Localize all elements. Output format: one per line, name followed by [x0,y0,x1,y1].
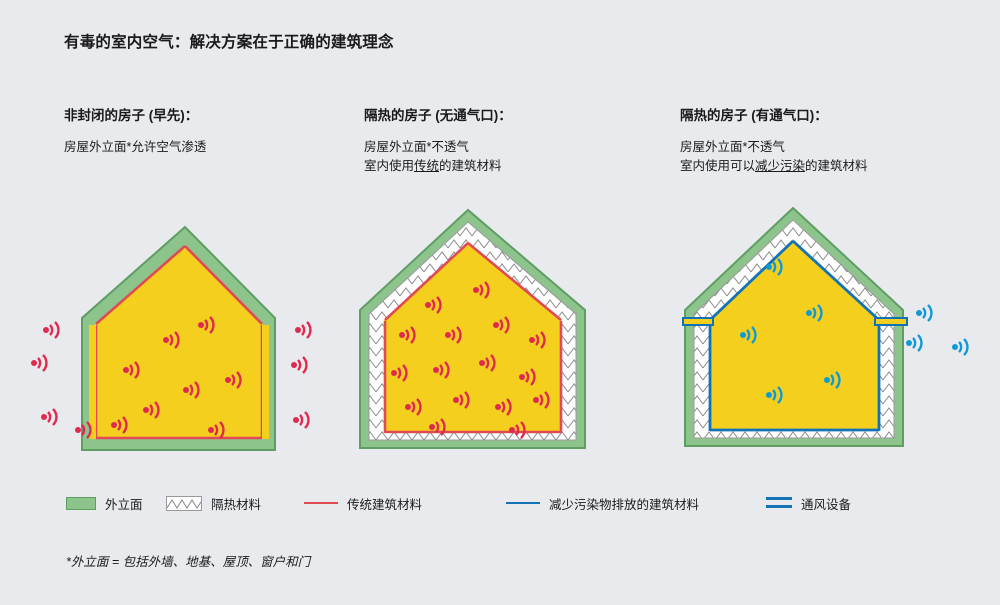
legend-item-ventilation: 通风设备 [766,490,851,516]
column-1: 非封闭的房子 (早先)： 房屋外立面*允许空气渗透 [64,104,354,157]
column-1-line-1: 房屋外立面*允许空气渗透 [64,140,207,154]
house-diagram-leaky [10,190,330,465]
house-diagram-sealed-no-vent [340,190,640,465]
column-3-line-1: 房屋外立面*不透气 [680,140,785,154]
legend-label-conventional-material: 传统建筑材料 [347,497,423,512]
legend-item-low-emission-material: 减少污染物排放的建筑材料 [506,490,699,516]
ventilation-swatch-icon [766,495,792,511]
legend-item-conventional-material: 传统建筑材料 [304,490,422,516]
legend-label-ventilation: 通风设备 [801,497,852,512]
page-title: 有毒的室内空气：解决方案在于正确的建筑理念 [64,34,394,51]
column-3-heading: 隔热的房子 (有通气口)： [680,108,828,123]
legend-label-facade: 外立面 [105,497,143,512]
column-3-line-2: 室内使用可以减少污染的建筑材料 [680,159,868,173]
legend: 外立面 隔热材料 传统建筑材料 减少污染物排放的建筑材料 通风设备 [66,490,966,522]
vent-right [874,317,908,326]
vent-left [682,317,714,326]
legend-label-low-emission-material: 减少污染物排放的建筑材料 [549,497,700,512]
column-2-heading: 隔热的房子 (无通气口)： [364,108,512,123]
blue-line-swatch-icon [506,502,540,504]
insulation-swatch-icon [166,495,202,511]
column-2-underline: 传统 [414,159,440,173]
footnote: *外立面 = 包括外墙、地基、屋顶、窗户和门 [66,555,311,569]
column-3-underline: 减少污染 [755,159,806,173]
legend-label-insulation: 隔热材料 [211,497,262,512]
legend-item-insulation: 隔热材料 [166,490,261,516]
house-diagram-sealed-with-vent [655,190,995,465]
column-2-line-2: 室内使用传统的建筑材料 [364,159,502,173]
column-1-heading: 非封闭的房子 (早先)： [64,108,199,123]
facade-swatch-icon [66,496,96,510]
column-2-line-1: 房屋外立面*不透气 [364,140,469,154]
legend-item-facade: 外立面 [66,490,143,516]
column-3: 隔热的房子 (有通气口)： 房屋外立面*不透气 室内使用可以减少污染的建筑材料 [680,104,980,176]
red-line-swatch-icon [304,502,338,504]
column-2: 隔热的房子 (无通气口)： 房屋外立面*不透气 室内使用传统的建筑材料 [364,104,664,176]
